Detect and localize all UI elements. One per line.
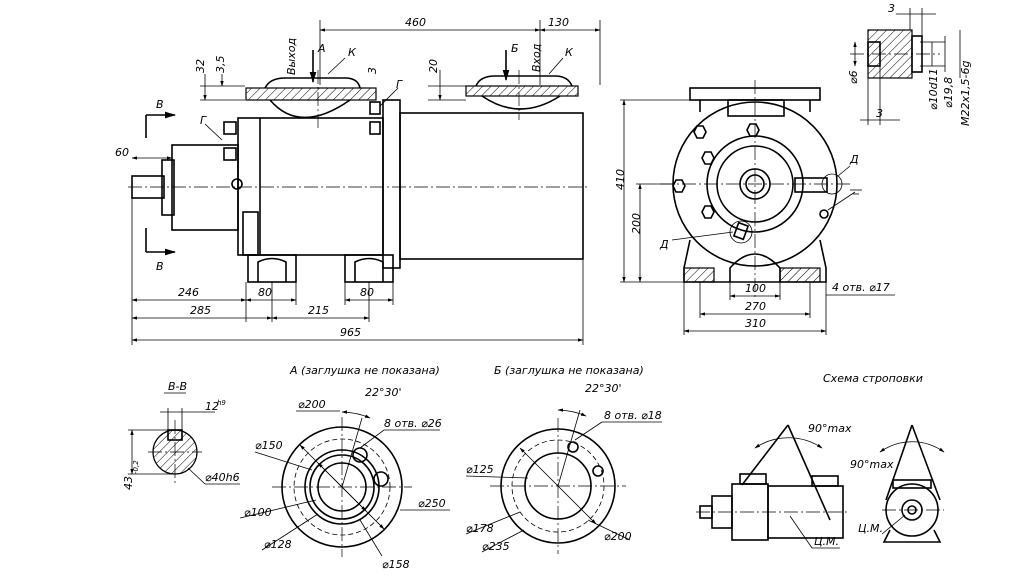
viewB-d235: ⌀235	[482, 540, 510, 553]
dim-246: 246	[178, 286, 199, 299]
label-K2: К	[565, 46, 574, 59]
viewA-angle: 22°30'	[365, 386, 402, 399]
outlet-flange	[245, 87, 377, 101]
dim-32: 32	[194, 59, 207, 73]
viewA-d200: ⌀200	[298, 398, 326, 411]
view-B: Б (заглушка не показана) 22°30' 8 отв. ⌀…	[465, 364, 662, 554]
sling-angle-1: 90°max	[808, 422, 852, 435]
sling-cm-1: Ц.М.	[814, 535, 839, 548]
label-K1: К	[348, 46, 357, 59]
viewA-holes: 8 отв. ⌀26	[384, 417, 442, 430]
main-top-dimensions: 460 130 32 3,5 3 20	[194, 16, 601, 101]
sling-angle-2: 90°max	[850, 458, 894, 471]
main-bottom-dimensions: 246 80 80 285 215 965	[131, 198, 584, 345]
dim-130: 130	[548, 16, 569, 29]
section-VV: В-В 12 h9 43 -0,2 ⌀40h6	[122, 380, 240, 490]
dim-460: 460	[405, 16, 426, 29]
label-G2: Г	[396, 78, 403, 91]
view-A: А (заглушка не показана) 22°30' 8 отв. ⌀…	[239, 364, 450, 571]
holes-4x17: 4 отв. ⌀17	[832, 281, 890, 294]
label-D2: Д	[659, 238, 669, 251]
label-vhod: Вход	[530, 44, 543, 72]
dim-215: 215	[308, 304, 329, 317]
sling-title: Схема строповки	[823, 372, 923, 385]
dim-100: 100	[745, 282, 766, 295]
outlet-boss	[269, 99, 351, 119]
side-dimensions: 410 200 100 270 310 4 отв. ⌀17	[614, 99, 895, 335]
label-B: Б	[511, 42, 519, 55]
label-V2: В	[156, 260, 164, 273]
dim-43: 43	[122, 476, 135, 490]
dim-3: 3	[366, 67, 379, 74]
dim-thread: M22x1,5-6g	[959, 61, 972, 126]
main-view: 460 130 32 3,5 3 20 А Выход К Б Вход	[115, 16, 601, 345]
section-title: В-В	[168, 380, 187, 393]
viewB-d125: ⌀125	[466, 463, 494, 476]
dim-310: 310	[745, 317, 766, 330]
label-V1: В	[156, 98, 164, 111]
dim-43-tol: -0,2	[132, 460, 140, 474]
dim-270: 270	[745, 300, 766, 313]
dim-phi19: ⌀19,8	[942, 77, 955, 108]
viewA-d250: ⌀250	[418, 497, 446, 510]
label-vyhod: Выход	[285, 38, 298, 75]
side-bolts	[672, 123, 829, 219]
dim-965: 965	[340, 326, 361, 339]
plug-detail: 3 3 ⌀6 ⌀10d11 ⌀19,8 M22x1,5-6g	[847, 2, 972, 126]
inlet-flange	[465, 85, 579, 97]
dim-12-tol: h9	[217, 399, 226, 407]
dim-3-plug-top: 3	[888, 2, 895, 15]
discharge-cylinder	[399, 112, 584, 260]
dim-phi40: ⌀40h6	[205, 471, 240, 484]
side-view: Д Д 410 200 100 270 310	[614, 80, 895, 335]
sling-scheme: Схема строповки 90°max Ц.М. 90°max Ц.М.	[696, 372, 945, 549]
viewA-d100: ⌀100	[244, 506, 272, 519]
dim-phi10: ⌀10d11	[927, 68, 940, 110]
label-D1: Д	[849, 153, 859, 166]
dim-80a: 80	[258, 286, 272, 299]
dim-3-5: 3,5	[214, 56, 227, 74]
end-cover-flange	[382, 99, 401, 269]
viewB-angle: 22°30'	[585, 382, 622, 395]
viewA-d128: ⌀128	[264, 538, 292, 551]
sling-cm-2: Ц.М.	[858, 522, 883, 535]
dim-410: 410	[614, 169, 627, 190]
dim-phi6: ⌀6	[847, 70, 860, 84]
viewA-d150: ⌀150	[255, 439, 283, 452]
dim-12: 12	[205, 400, 219, 413]
motor-adapter	[171, 144, 239, 231]
viewB-d200: ⌀200	[604, 530, 632, 543]
viewA-title: А (заглушка не показана)	[289, 364, 440, 377]
dim-3-plug-bottom: 3	[876, 107, 883, 120]
viewB-d178: ⌀178	[466, 522, 494, 535]
dim-80b: 80	[360, 286, 374, 299]
dim-60: 60	[115, 146, 129, 159]
label-A: А	[317, 42, 326, 55]
label-G1: Г	[200, 114, 207, 127]
dim-20: 20	[427, 59, 440, 73]
viewA-d158: ⌀158	[382, 558, 410, 571]
viewB-title: Б (заглушка не показана)	[494, 364, 644, 377]
viewB-holes: 8 отв. ⌀18	[604, 409, 662, 422]
dim-285: 285	[190, 304, 211, 317]
dim-200-side: 200	[630, 213, 643, 234]
bolts	[223, 101, 381, 190]
